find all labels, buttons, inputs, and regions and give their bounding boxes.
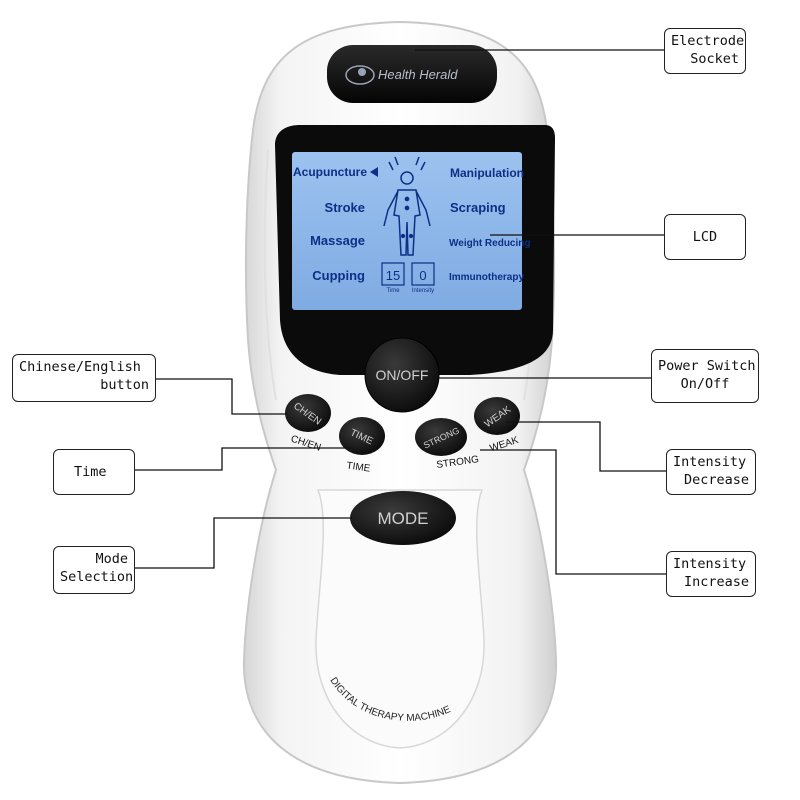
body-seam bbox=[263, 149, 277, 401]
lcd-mode-scraping: Scraping bbox=[450, 200, 506, 215]
electrode-socket[interactable] bbox=[327, 45, 497, 103]
lcd-selector-arrow-icon bbox=[370, 167, 378, 177]
leader-line-weak bbox=[506, 421, 667, 472]
brand-logo-icon bbox=[345, 65, 375, 85]
callout-mode-selection: Mode Selection bbox=[53, 546, 135, 594]
lcd-mode-manipulation: Manipulation bbox=[450, 166, 524, 180]
weak-button[interactable]: WEAK bbox=[474, 397, 520, 435]
callout-text: LCD bbox=[692, 229, 718, 245]
lcd-time-box bbox=[381, 262, 405, 286]
lcd-mode-acupuncture: Acupuncture bbox=[293, 165, 367, 179]
callout-text: Electrode bbox=[671, 33, 745, 49]
lower-panel bbox=[315, 489, 485, 749]
callout-text: Socket bbox=[690, 51, 739, 67]
callout-text: Increase bbox=[683, 574, 749, 590]
mode-button[interactable]: MODE bbox=[350, 491, 456, 545]
callout-text: Decrease bbox=[683, 472, 749, 488]
lcd-mode-stroke: Stroke bbox=[325, 200, 365, 215]
callout-text: Intensity bbox=[673, 454, 747, 470]
leader-line-chen bbox=[155, 378, 287, 415]
lcd-intensity-box bbox=[411, 262, 435, 286]
power-button-label: ON/OFF bbox=[376, 367, 429, 383]
strong-button[interactable]: STRONG bbox=[415, 418, 467, 456]
lcd-body-figure-icon bbox=[383, 156, 431, 256]
leader-line-time bbox=[135, 447, 350, 471]
brand-name: Health Herald bbox=[378, 67, 458, 82]
lcd-mode-immunotherapy: Immunotherapy bbox=[449, 272, 524, 283]
leader-line-strong bbox=[480, 449, 667, 575]
leader-line-mode bbox=[133, 517, 352, 569]
callout-text: Chinese/English bbox=[19, 359, 141, 375]
callout-text: Mode bbox=[95, 551, 128, 567]
time-button[interactable]: TIME bbox=[339, 417, 385, 455]
callout-text: Power Switch bbox=[658, 358, 756, 374]
lcd-time-value: 15 bbox=[386, 268, 400, 283]
time-caption: TIME bbox=[346, 460, 372, 474]
callout-text: On/Off bbox=[680, 376, 730, 392]
lcd-mode-weight-reducing: Weight Reducing bbox=[449, 238, 530, 249]
callout-power-switch: Power Switch On/Off bbox=[651, 349, 759, 403]
callout-electrode-socket: Electrode Socket bbox=[664, 28, 746, 74]
callout-text: Intensity bbox=[673, 556, 747, 572]
callout-time: Time bbox=[53, 449, 135, 495]
mode-button-label: MODE bbox=[378, 509, 429, 528]
callout-text: Time bbox=[74, 464, 107, 480]
brand-logo-dot bbox=[358, 68, 366, 76]
lcd-intensity-value: 0 bbox=[419, 268, 426, 283]
lcd-mode-cupping: Cupping bbox=[312, 268, 365, 283]
callout-text: button bbox=[100, 377, 149, 393]
lcd-mode-massage: Massage bbox=[310, 233, 365, 248]
chen-button[interactable]: CH/EN bbox=[285, 394, 331, 432]
callout-intensity-increase: Intensity Increase bbox=[666, 551, 756, 597]
lcd-time-label: Time bbox=[386, 288, 400, 294]
power-button[interactable]: ON/OFF bbox=[364, 337, 440, 413]
callout-intensity-decrease: Intensity Decrease bbox=[666, 449, 756, 495]
leader-lines bbox=[133, 49, 667, 575]
callout-chinese-english: Chinese/English button bbox=[12, 354, 156, 402]
callout-lcd: LCD bbox=[664, 214, 746, 260]
lcd-intensity-label: Intensity bbox=[412, 288, 434, 294]
callout-text: Selection bbox=[60, 569, 134, 585]
